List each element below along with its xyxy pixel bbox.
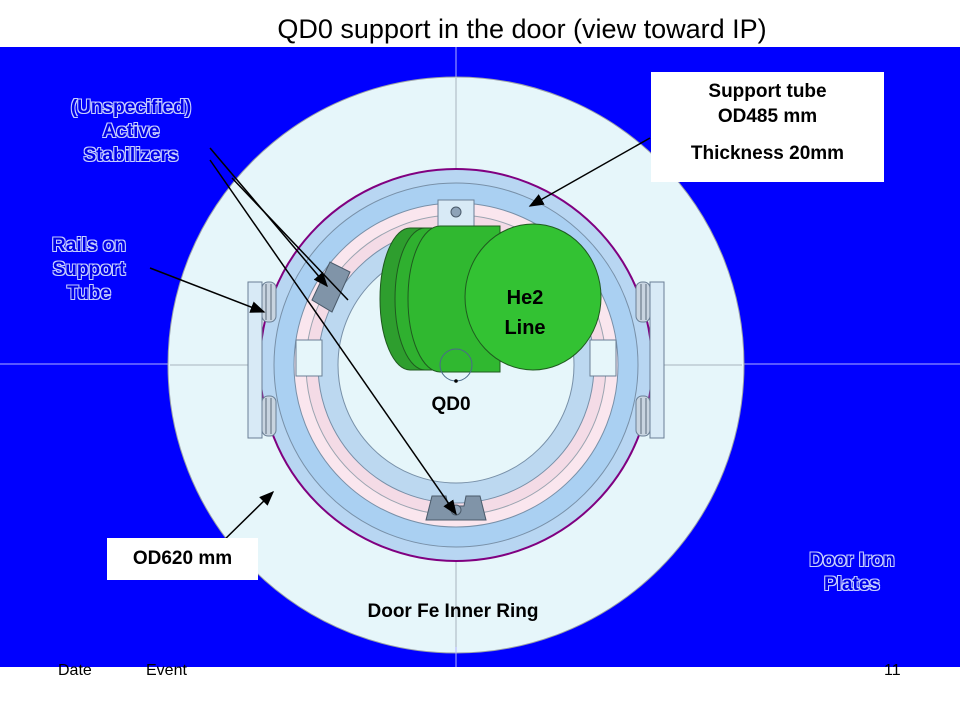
- stabilizer-arrow-3: [231, 177, 349, 301]
- footer-date: Date: [58, 662, 92, 679]
- od620-arrow: [217, 490, 275, 547]
- support-tube-title: Support tube: [708, 81, 827, 102]
- stabilizers-label: (Unspecified) Active Stabilizers: [70, 97, 192, 166]
- right-rail-rollers: [635, 281, 665, 439]
- support-tube-thickness: Thickness 20mm: [690, 143, 845, 164]
- footer-page-number: 11: [884, 662, 901, 679]
- left-bracket: [295, 339, 323, 377]
- stabilizer-arrow-2: [209, 159, 457, 516]
- support-tube-arrow: [528, 137, 651, 207]
- od620-label-box: OD620 mm: [107, 538, 258, 580]
- left-rail-rollers: [247, 281, 277, 439]
- he2-line-label: He2 Line: [504, 287, 546, 339]
- support-tube-od: OD485 mm: [717, 106, 818, 127]
- footer-event: Event: [146, 662, 187, 679]
- slide-title: QD0 support in the door (view toward IP): [277, 14, 767, 44]
- rails-label: Rails on Support Tube: [52, 235, 126, 304]
- rails-arrow: [149, 267, 266, 313]
- od620-label: OD620 mm: [132, 548, 233, 569]
- support-tube-label-box: Support tube OD485 mm Thickness 20mm: [651, 72, 884, 182]
- door-fe-inner-ring-label: Door Fe Inner Ring: [367, 601, 539, 622]
- he2-line-cylinder: [379, 223, 602, 373]
- door-iron-plates-label: Door Iron Plates: [809, 550, 895, 595]
- qd0-label: QD0: [431, 394, 471, 415]
- right-bracket: [589, 339, 617, 377]
